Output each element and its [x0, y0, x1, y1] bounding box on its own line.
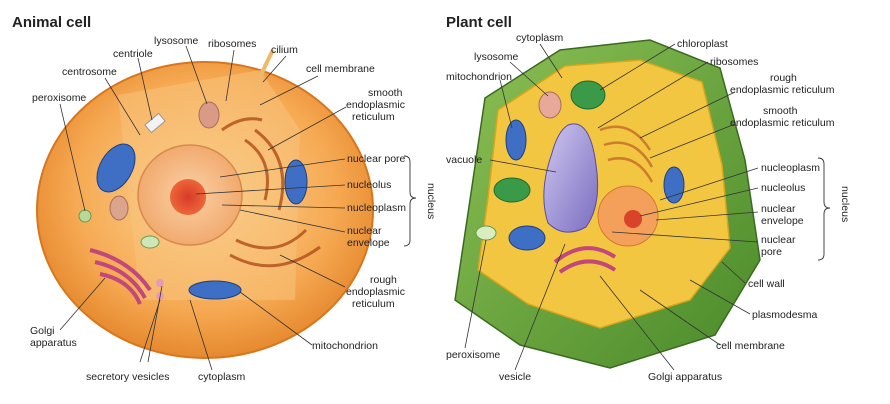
label-plant-nucleolus: nucleolus [761, 182, 805, 194]
label-animal-secretory-vesicles: secretory vesicles [86, 371, 169, 383]
animal-cell-title: Animal cell [12, 14, 91, 31]
label-animal-cell-membrane: cell membrane [306, 63, 375, 75]
label-plant-nuclear-pore: nuclear pore [761, 234, 798, 258]
label-animal-lysosome: lysosome [154, 35, 199, 47]
animal-cell-illustration [36, 49, 374, 359]
label-animal-mitochondrion: mitochondrion [312, 340, 378, 352]
label-animal-nucleolus: nucleolus [347, 179, 391, 191]
animal-mitochondrion-1 [96, 143, 136, 193]
label-plant-nuclear-envelope: nuclear envelope [761, 203, 804, 227]
label-plant-plasmodesma: plasmodesma [752, 309, 818, 321]
label-plant-golgi: Golgi apparatus [648, 371, 722, 383]
label-plant-vesicle: vesicle [499, 371, 531, 383]
label-animal-centrosome: centrosome [62, 66, 117, 78]
label-animal-nuclear-pore: nuclear pore [347, 153, 406, 165]
plant-cell-illustration [454, 39, 761, 369]
label-plant-rough-er: rough endoplasmic reticulum [730, 72, 835, 96]
label-plant-smooth-er: smooth endoplasmic reticulum [730, 105, 835, 129]
label-animal-cytoplasm: cytoplasm [198, 371, 246, 383]
animal-nucleolus [170, 179, 206, 215]
animal-mitochondrion-2 [284, 159, 308, 205]
label-animal-nuclear-envelope: nuclear envelope [347, 225, 390, 249]
label-plant-cell-membrane: cell membrane [716, 340, 785, 352]
label-animal-ribosomes: ribosomes [208, 38, 256, 50]
label-animal-cilium: cilium [271, 44, 298, 56]
label-plant-peroxisome: peroxisome [446, 349, 500, 361]
plant-cell-title: Plant cell [446, 14, 512, 31]
label-plant-cytoplasm: cytoplasm [516, 32, 564, 44]
label-plant-nucleoplasm: nucleoplasm [761, 162, 820, 174]
label-plant-chloroplast: chloroplast [677, 38, 728, 50]
label-animal-golgi: Golgi apparatus [30, 325, 77, 349]
label-animal-smooth-er: smooth endoplasmic reticulum [346, 87, 408, 123]
plant-vacuole [543, 123, 599, 233]
animal-mitochondrion-3 [188, 280, 242, 300]
label-plant-ribosomes: ribosomes [710, 56, 758, 68]
label-plant-vacuole: vacuole [446, 154, 482, 166]
label-animal-nucleoplasm: nucleoplasm [347, 202, 406, 214]
plant-nucleolus [624, 210, 642, 228]
label-animal-peroxisome: peroxisome [32, 92, 86, 104]
label-plant-nucleus-brace: nucleus [839, 186, 851, 222]
label-animal-nucleus-brace: nucleus [425, 183, 437, 219]
label-plant-lysosome: lysosome [474, 51, 519, 63]
label-plant-mitochondrion: mitochondrion [446, 71, 512, 83]
label-animal-rough-er: rough endoplasmic reticulum [346, 274, 408, 310]
label-animal-centriole: centriole [113, 48, 153, 60]
animal-golgi [89, 248, 152, 305]
label-plant-cell-wall: cell wall [748, 278, 785, 290]
